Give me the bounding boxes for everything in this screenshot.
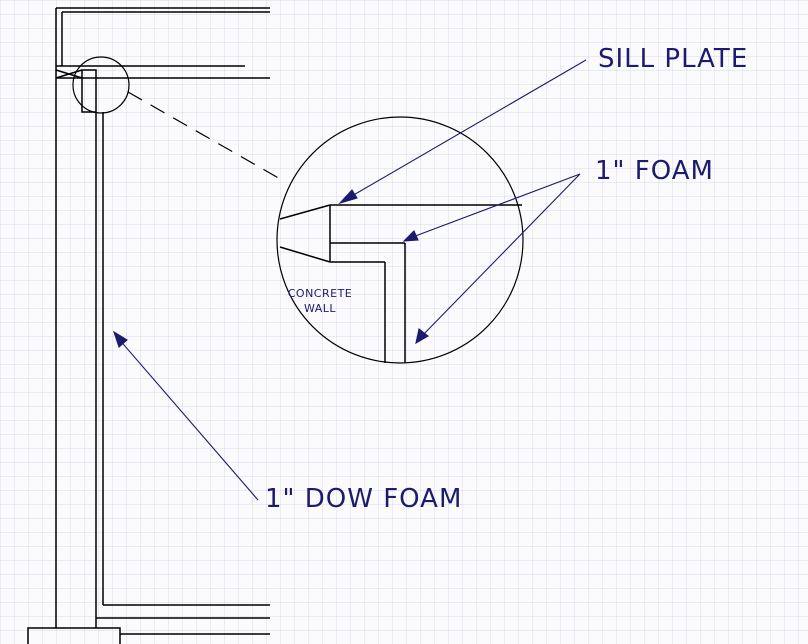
concrete-label-line1: CONCRETE xyxy=(287,287,353,300)
footing xyxy=(27,627,121,644)
reference-circle xyxy=(72,56,130,114)
detail-circle xyxy=(276,116,524,364)
foam-leader-2 xyxy=(419,173,581,339)
wall-section xyxy=(27,7,524,644)
dow-foam-leader xyxy=(117,337,259,501)
foam-arrowhead-1 xyxy=(402,230,419,242)
sill-hatch-2 xyxy=(55,69,83,79)
sill-plate-label: SILL PLATE xyxy=(598,44,749,74)
foam-label: 1" FOAM xyxy=(595,156,714,186)
sill-plate-arrowhead xyxy=(338,189,358,205)
detail-dashed-leader xyxy=(127,91,283,181)
concrete-top-block xyxy=(81,69,97,113)
detail-hatch-2 xyxy=(279,246,331,263)
foam-leader-1 xyxy=(409,173,581,239)
concrete-label-line2: WALL xyxy=(303,302,337,315)
sill-plate-leader xyxy=(344,59,587,201)
concrete-wall-label: CONCRETE WALL xyxy=(272,286,368,316)
detail-hatch-1 xyxy=(279,204,331,220)
dow-foam-arrowhead xyxy=(112,330,128,348)
foam-arrowhead-2 xyxy=(415,328,429,345)
dow-foam-label: 1" DOW FOAM xyxy=(265,484,463,514)
leader-lines xyxy=(112,59,587,501)
